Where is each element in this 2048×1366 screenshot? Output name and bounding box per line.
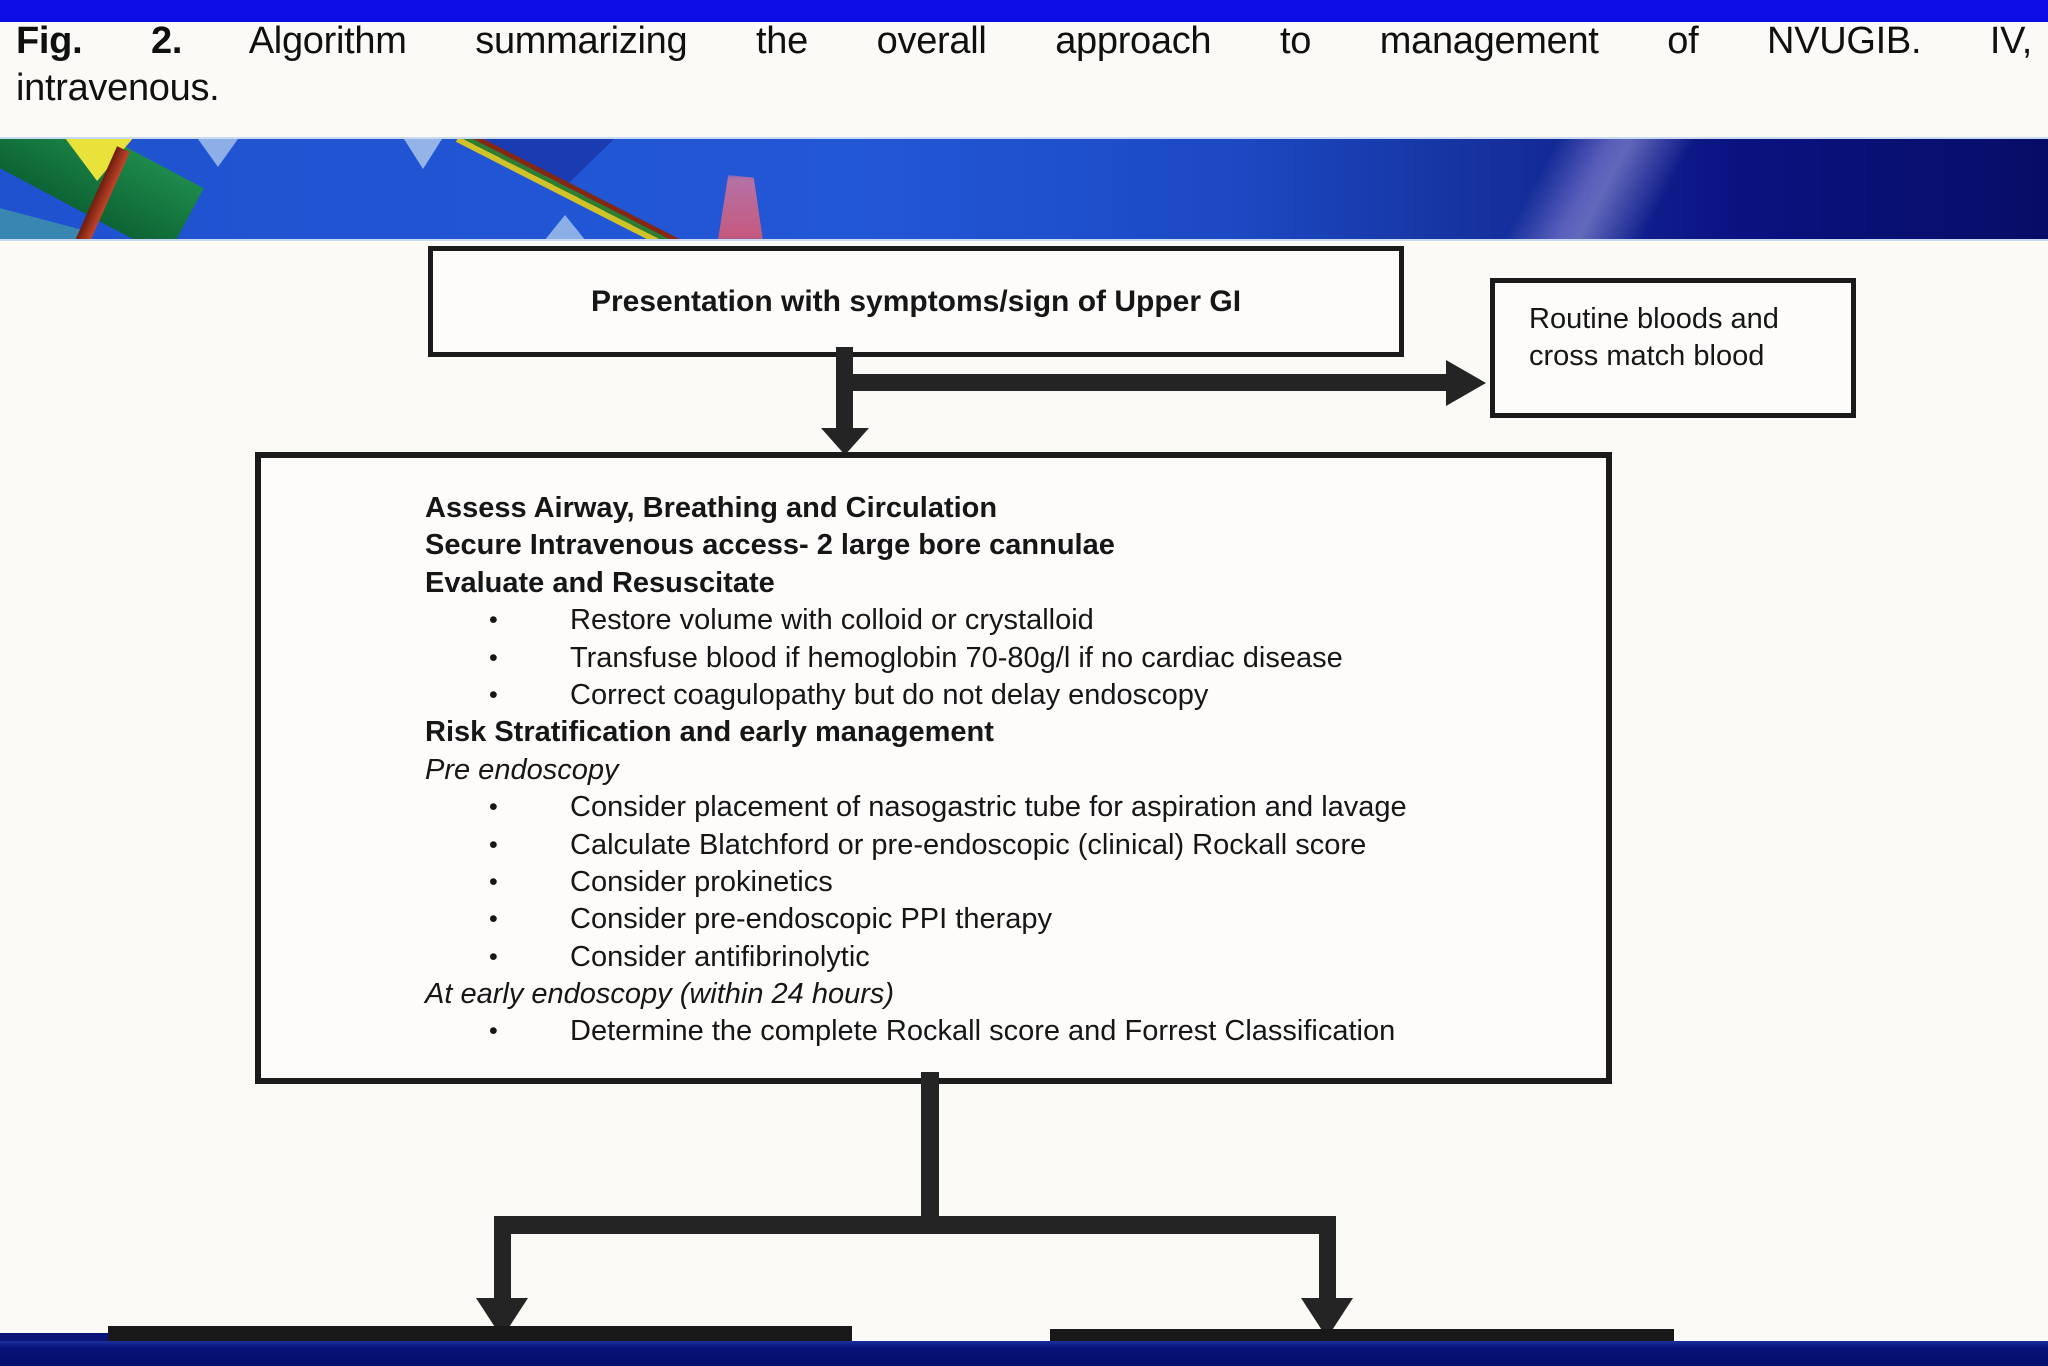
main-box-bullet: • Determine the complete Rockall score an… — [425, 1013, 1407, 1050]
banner-light-streak — [1380, 139, 1800, 239]
bullet-icon: • — [489, 905, 498, 934]
banner-pink-shape — [717, 175, 764, 239]
routine-bloods-box: Routine bloods and cross match blood — [1490, 278, 1856, 418]
main-box-bullet: • Consider pre-endoscopic PPI therapy — [425, 901, 1407, 938]
main-box-bullet: • Transfuse blood if hemoglobin 70-80g/l … — [425, 640, 1407, 677]
bullet-text: Correct coagulopathy but do not delay en… — [570, 678, 1209, 711]
bullet-text: Restore volume with colloid or crystallo… — [570, 604, 1094, 637]
figure-caption: Fig. 2. Algorithm summarizing the overal… — [16, 18, 2032, 112]
bullet-icon: • — [489, 830, 498, 859]
main-box-heading: Assess Airway, Breathing and Circulation — [425, 492, 998, 524]
decorative-banner — [0, 137, 2048, 241]
connector-right-line — [1319, 1234, 1336, 1300]
main-box-heading: Risk Stratification and early management — [425, 716, 994, 749]
bullet-text: Consider antifibrinolytic — [570, 940, 870, 973]
bullet-text: Determine the complete Rockall score and… — [570, 1015, 1396, 1048]
caption-line-1: Fig. 2. Algorithm summarizing the overal… — [16, 18, 2032, 65]
caption-text: Algorithm summarizing the overall approa… — [248, 20, 2033, 62]
bullet-text: Calculate Blatchford or pre-endoscopic (… — [570, 828, 1367, 861]
bullet-icon: • — [489, 1017, 498, 1046]
connector-left-line — [494, 1234, 511, 1300]
cropped-box-top-right — [1050, 1329, 1674, 1344]
arrow-right-head — [1446, 360, 1486, 406]
main-box-bullet: • Calculate Blatchford or pre-endoscopic … — [425, 827, 1407, 864]
bullet-text: Transfuse blood if hemoglobin 70-80g/l i… — [570, 641, 1343, 674]
arrow-right-line — [845, 374, 1446, 391]
bullet-icon: • — [489, 606, 498, 635]
bullet-icon: • — [489, 643, 498, 672]
connector-horizontal-bar — [494, 1216, 1336, 1234]
routine-bloods-text: Routine bloods and cross match blood — [1529, 303, 1779, 372]
presentation-box-text: Presentation with symptoms/sign of Upper… — [590, 284, 1242, 318]
presentation-box: Presentation with symptoms/sign of Upper… — [428, 246, 1404, 357]
figure-label: Fig. 2. — [16, 20, 183, 62]
connector-stem-line — [921, 1072, 939, 1224]
main-box-bullet: • Consider antifibrinolytic — [425, 939, 1407, 976]
main-box-bullet: • Correct coagulopathy but do not delay e… — [425, 677, 1407, 714]
banner-pale-triangle-2 — [404, 139, 442, 169]
top-blue-bar — [0, 0, 2048, 22]
main-box-subheading: Pre endoscopy — [425, 753, 619, 786]
main-box-bullet: • Consider placement of nasogastric tube … — [425, 789, 1407, 826]
bullet-text: Consider prokinetics — [570, 865, 833, 898]
caption-line-2: intravenous. — [16, 67, 220, 109]
bottom-navy-bar — [0, 1341, 2048, 1366]
banner-pale-triangle-1 — [198, 139, 238, 167]
bullet-icon: • — [489, 680, 498, 709]
main-box-subheading: At early endoscopy (within 24 hours) — [425, 978, 895, 1011]
bullet-icon: • — [489, 942, 498, 971]
bullet-text: Consider placement of nasogastric tube f… — [570, 791, 1407, 824]
main-box-heading: Evaluate and Resuscitate — [425, 566, 775, 599]
main-box-heading: Secure Intravenous access- 2 large bore … — [425, 529, 1115, 562]
assessment-box: Assess Airway, Breathing and Circulation… — [255, 452, 1612, 1084]
banner-teal-shape — [0, 205, 88, 239]
assessment-box-content: Assess Airway, Breathing and Circulation… — [425, 490, 1407, 1051]
banner-pale-triangle-3 — [544, 215, 586, 239]
main-box-bullet: • Consider prokinetics — [425, 864, 1407, 901]
arrow-down-line — [836, 347, 853, 431]
arrow-down-head — [821, 428, 869, 455]
bullet-text: Consider pre-endoscopic PPI therapy — [570, 903, 1052, 936]
cropped-box-top-left — [108, 1326, 852, 1344]
bullet-icon: • — [489, 793, 498, 822]
main-box-bullet: • Restore volume with colloid or crystall… — [425, 602, 1407, 639]
bullet-icon: • — [489, 867, 498, 896]
